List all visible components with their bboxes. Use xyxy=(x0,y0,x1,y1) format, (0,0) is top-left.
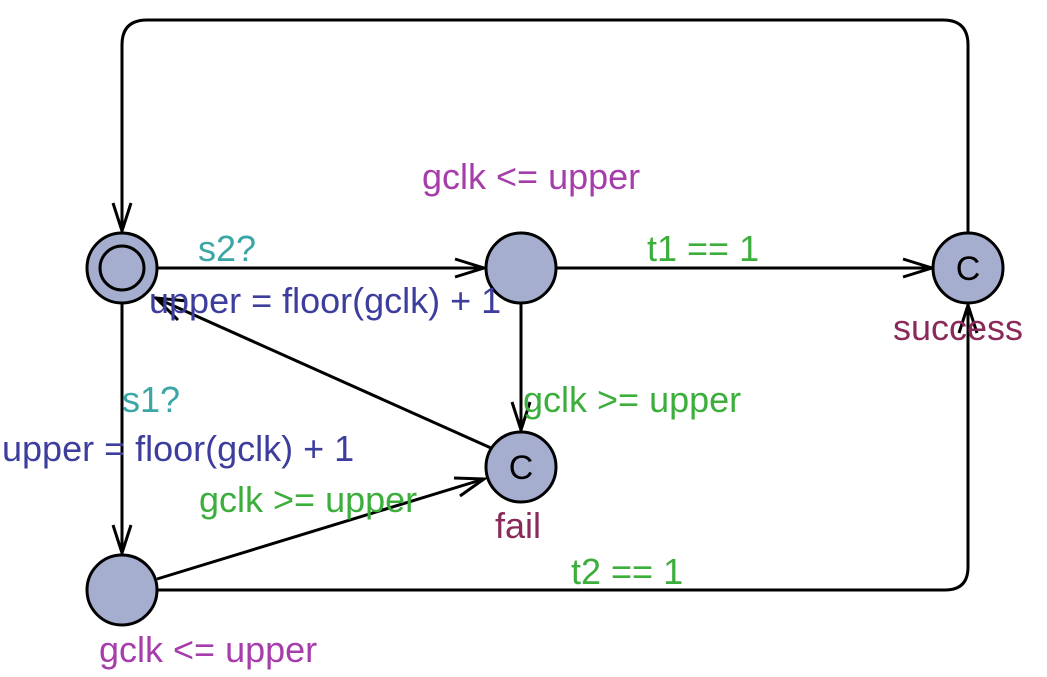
guard-t1: t1 == 1 xyxy=(647,228,759,269)
invariant-mid: gclk <= upper xyxy=(422,156,640,197)
labels: gclk <= upper s2? upper = floor(gclk) + … xyxy=(2,156,1023,670)
committed-marker-success: C xyxy=(956,250,981,288)
state-success: C xyxy=(931,231,1005,305)
arrowhead-bottom xyxy=(111,524,133,558)
committed-marker-fail: C xyxy=(509,449,534,487)
state-initial xyxy=(85,231,159,305)
edge-success-to-initial xyxy=(120,18,970,232)
arrowhead-success-from-bottom xyxy=(957,300,979,334)
arrowheads xyxy=(111,202,979,558)
states: C C xyxy=(85,231,1005,627)
arrowhead-fail-from-mid xyxy=(510,401,532,435)
arrowhead-mid xyxy=(454,257,490,279)
guard-mid-fail: gclk >= upper xyxy=(523,379,741,420)
state-name-success: success xyxy=(893,307,1023,348)
state-name-fail: fail xyxy=(495,505,541,546)
sync-s2: s2? xyxy=(198,228,256,269)
state-bottom xyxy=(85,553,159,627)
sync-s1: s1? xyxy=(122,379,180,420)
guard-t2: t2 == 1 xyxy=(571,551,683,592)
edge-fail-to-initial xyxy=(155,296,492,450)
state-fail: C xyxy=(484,430,558,504)
guard-bottom-fail: gclk >= upper xyxy=(199,479,417,520)
arrowhead-fail-from-bottom xyxy=(453,476,489,498)
state-mid xyxy=(484,231,558,305)
edges xyxy=(120,18,970,592)
initial-marker xyxy=(98,244,146,292)
arrowhead-initial xyxy=(111,202,133,236)
edge-bottom-to-fail xyxy=(156,477,485,581)
update-s1: upper = floor(gclk) + 1 xyxy=(2,428,354,469)
invariant-bottom: gclk <= upper xyxy=(99,629,317,670)
arrowhead-initial-from-fail xyxy=(151,296,188,322)
update-s2: upper = floor(gclk) + 1 xyxy=(149,280,501,321)
edge-bottom-to-success xyxy=(158,305,970,592)
